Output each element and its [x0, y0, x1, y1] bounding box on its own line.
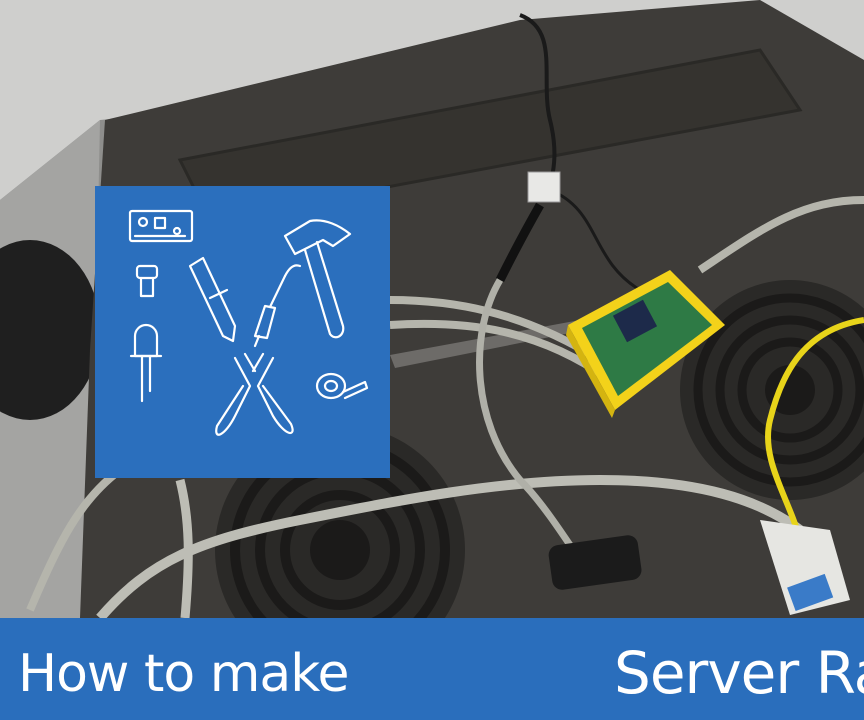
- push-button-icon: [135, 264, 159, 298]
- banner-title-left: How to make: [18, 644, 349, 704]
- tape-roll-icon: [315, 372, 369, 400]
- utility-knife-icon: [188, 256, 237, 343]
- soldering-iron-icon: [253, 264, 302, 348]
- temperature-sensor: [527, 171, 561, 203]
- photo-background: [0, 0, 864, 675]
- tool-icons-card: [95, 186, 390, 478]
- circuit-board-icon: [128, 209, 194, 243]
- title-banner: How to make Server Rack: [0, 618, 864, 720]
- yellow-enclosure: [566, 270, 725, 418]
- dark-object-left: [0, 240, 100, 420]
- grey-cable-front: [96, 474, 803, 622]
- led-icon: [129, 323, 163, 403]
- fan-left: [215, 425, 465, 675]
- hammer-icon: [283, 219, 352, 339]
- pliers-screwdriver-icon: [215, 352, 294, 436]
- banner-title-right: Server Rack: [614, 639, 864, 707]
- server-rack-photo: [0, 0, 864, 675]
- fiber-cable: [765, 317, 864, 541]
